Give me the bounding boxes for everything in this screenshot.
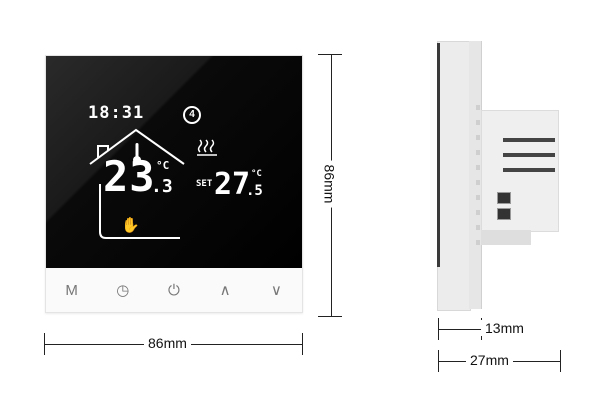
- frame-notch: [476, 240, 480, 245]
- thermometer-icon: [133, 143, 141, 164]
- height-dim-tick-top: [318, 54, 342, 55]
- room-temp-main: 23: [103, 152, 156, 201]
- side-view-lower-block: [481, 230, 531, 245]
- room-temp-decimal: .3: [151, 176, 173, 197]
- frame-notch: [476, 135, 480, 140]
- set-temp-main: 27: [214, 167, 251, 202]
- side-view-plate: [437, 41, 471, 311]
- house-outline-icon: [89, 128, 185, 239]
- room-temp-unit: °C: [156, 159, 170, 172]
- hand-touch-icon: ✋: [121, 217, 140, 234]
- program-number: 4: [189, 109, 195, 120]
- set-temp-decimal: .5: [246, 183, 263, 199]
- vent-slot: [503, 138, 555, 142]
- set-temp-unit: °C: [251, 169, 262, 179]
- frame-notch: [476, 120, 480, 125]
- frame-notch: [476, 165, 480, 170]
- button-row: M ◷ ⏻ ∧ ∨: [46, 268, 302, 312]
- depth-tick-left: [438, 318, 439, 340]
- clock-display: 18:31: [88, 103, 145, 123]
- frame-notch: [476, 105, 480, 110]
- frame-notch: [476, 180, 480, 185]
- mode-button[interactable]: M: [65, 281, 78, 299]
- program-circle-icon: 4: [183, 106, 201, 124]
- clock-button[interactable]: ◷: [116, 282, 130, 299]
- depth-total-label: 27mm: [466, 352, 513, 368]
- height-dim-tick-bottom: [318, 316, 342, 317]
- height-dim-label: 86mm: [321, 160, 338, 208]
- frame-notch: [476, 150, 480, 155]
- frame-notch: [476, 225, 480, 230]
- depth-plate-line: [439, 329, 481, 330]
- heating-waves-icon: [197, 139, 217, 156]
- set-label: SET: [196, 179, 213, 189]
- side-view-glass-edge: [437, 43, 440, 267]
- frame-notch: [476, 195, 480, 200]
- width-dim-tick-right: [302, 333, 303, 355]
- depth-total-tick-left: [438, 350, 439, 372]
- lcd-screen: 18:31 4 23 °C .3 SET 27 °C .5 ✋: [46, 56, 302, 268]
- width-dim-tick-left: [44, 333, 45, 355]
- thermostat-front-view: 18:31 4 23 °C .3 SET 27 °C .5 ✋ M ◷ ⏻ ∧ …: [45, 55, 303, 313]
- down-button[interactable]: ∨: [270, 282, 282, 299]
- up-button[interactable]: ∧: [219, 282, 231, 299]
- terminal-block: [497, 208, 511, 220]
- frame-notch: [476, 210, 480, 215]
- depth-plate-label: 13mm: [481, 320, 528, 336]
- vent-slot: [503, 153, 555, 157]
- power-button[interactable]: ⏻: [168, 281, 180, 299]
- terminal-block: [497, 192, 511, 204]
- vent-slot: [503, 168, 555, 172]
- screen-glare: [46, 56, 302, 268]
- depth-total-tick-right: [560, 350, 561, 372]
- width-dim-label: 86mm: [144, 335, 191, 351]
